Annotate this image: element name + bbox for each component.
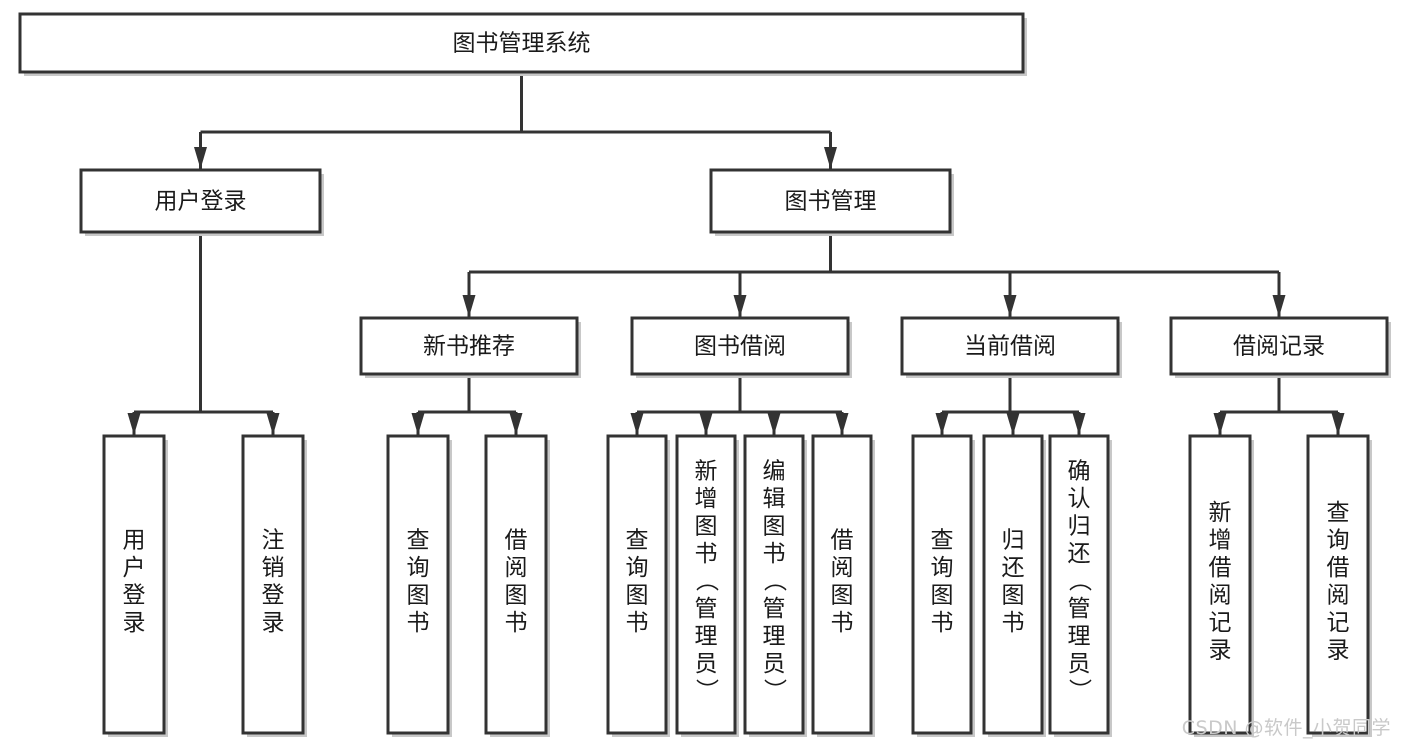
arrow-head xyxy=(1003,295,1017,317)
node-label-vertical: 确认归还（管理员） xyxy=(1068,459,1093,705)
node-border xyxy=(1188,434,1252,735)
node-label-vertical: 注销登录 xyxy=(262,527,285,636)
node-boxes: 图书管理系统用户登录图书管理新书推荐图书借阅当前借阅借阅记录用户登录注销登录查询… xyxy=(18,12,1391,737)
arrow-head xyxy=(733,295,747,317)
node-label-vertical: 用户登录 xyxy=(123,527,146,636)
node-label: 借阅记录 xyxy=(1233,334,1325,360)
node-border xyxy=(743,434,805,735)
node-label-vertical: 查询图书 xyxy=(407,527,430,636)
node-borrow-record[interactable]: 借阅记录 xyxy=(1169,316,1391,378)
node-border xyxy=(386,434,450,735)
arrow-head xyxy=(767,413,781,435)
node-border xyxy=(709,168,952,234)
arrow-head xyxy=(824,147,837,169)
node-leaf-edit-book[interactable]: 编辑图书（管理员） xyxy=(743,434,807,737)
node-label-vertical: 新增借阅记录 xyxy=(1209,500,1232,664)
arrow-head xyxy=(509,413,523,435)
node-current-borrow[interactable]: 当前借阅 xyxy=(900,316,1122,378)
arrow-head xyxy=(699,413,713,435)
node-label-vertical: 编辑图书（管理员） xyxy=(763,459,788,705)
node-leaf-confirm-return[interactable]: 确认归还（管理员） xyxy=(1048,434,1112,737)
arrow-head xyxy=(1072,413,1086,435)
watermark-text: CSDN @软件_小贺同学 xyxy=(1181,717,1391,739)
arrow-head xyxy=(630,413,644,435)
node-leaf-return-book[interactable]: 归还图书 xyxy=(982,434,1046,737)
node-label: 图书管理 xyxy=(785,189,877,215)
arrow-head xyxy=(194,147,207,169)
node-leaf-borrow-book-1[interactable]: 借阅图书 xyxy=(484,434,550,737)
node-leaf-add-book[interactable]: 新增图书（管理员） xyxy=(675,434,739,737)
node-leaf-query-book-2[interactable]: 查询图书 xyxy=(606,434,670,737)
node-new-book-recommend[interactable]: 新书推荐 xyxy=(359,316,581,378)
node-leaf-query-book-1[interactable]: 查询图书 xyxy=(386,434,452,737)
node-border xyxy=(102,434,166,735)
node-border xyxy=(606,434,668,735)
node-label-vertical: 查询借阅记录 xyxy=(1327,500,1350,664)
node-border xyxy=(18,12,1025,74)
node-leaf-query-record[interactable]: 查询借阅记录 xyxy=(1306,434,1372,737)
node-border xyxy=(1169,316,1389,376)
node-border xyxy=(900,316,1120,376)
arrow-head xyxy=(411,413,425,435)
node-border xyxy=(359,316,579,376)
node-border xyxy=(79,168,322,234)
node-label-vertical: 借阅图书 xyxy=(831,527,854,636)
arrow-head xyxy=(1006,413,1020,435)
arrow-head xyxy=(935,413,949,435)
node-border xyxy=(630,316,850,376)
connector-edges xyxy=(127,72,1345,435)
arrow-head xyxy=(266,413,280,435)
arrow-head xyxy=(835,413,849,435)
node-border xyxy=(911,434,973,735)
node-border xyxy=(484,434,548,735)
node-label: 新书推荐 xyxy=(423,334,515,360)
arrow-head xyxy=(462,295,476,317)
node-label: 当前借阅 xyxy=(964,334,1056,360)
node-root[interactable]: 图书管理系统 xyxy=(18,12,1027,76)
node-leaf-logout[interactable]: 注销登录 xyxy=(241,434,307,737)
node-label-vertical: 新增图书（管理员） xyxy=(695,459,720,705)
node-label: 用户登录 xyxy=(155,189,247,215)
node-label-vertical: 查询图书 xyxy=(626,527,649,636)
node-label-vertical: 查询图书 xyxy=(931,527,954,636)
arrow-head xyxy=(1213,413,1227,435)
node-label: 图书借阅 xyxy=(694,334,786,360)
node-leaf-query-book-3[interactable]: 查询图书 xyxy=(911,434,975,737)
node-border xyxy=(675,434,737,735)
arrow-head xyxy=(1331,413,1345,435)
arrow-head xyxy=(127,413,141,435)
node-leaf-add-record[interactable]: 新增借阅记录 xyxy=(1188,434,1254,737)
node-leaf-user-login[interactable]: 用户登录 xyxy=(102,434,168,737)
node-border xyxy=(1048,434,1110,735)
node-label-vertical: 归还图书 xyxy=(1002,527,1025,636)
node-label: 图书管理系统 xyxy=(453,31,591,57)
node-label-vertical: 借阅图书 xyxy=(505,527,528,636)
node-book-manage[interactable]: 图书管理 xyxy=(709,168,954,236)
node-border xyxy=(241,434,305,735)
node-border xyxy=(811,434,873,735)
node-book-borrow[interactable]: 图书借阅 xyxy=(630,316,852,378)
arrow-head xyxy=(1272,295,1286,317)
node-border xyxy=(982,434,1044,735)
node-border xyxy=(1306,434,1370,735)
node-user-login[interactable]: 用户登录 xyxy=(79,168,324,236)
node-leaf-borrow-book-2[interactable]: 借阅图书 xyxy=(811,434,875,737)
